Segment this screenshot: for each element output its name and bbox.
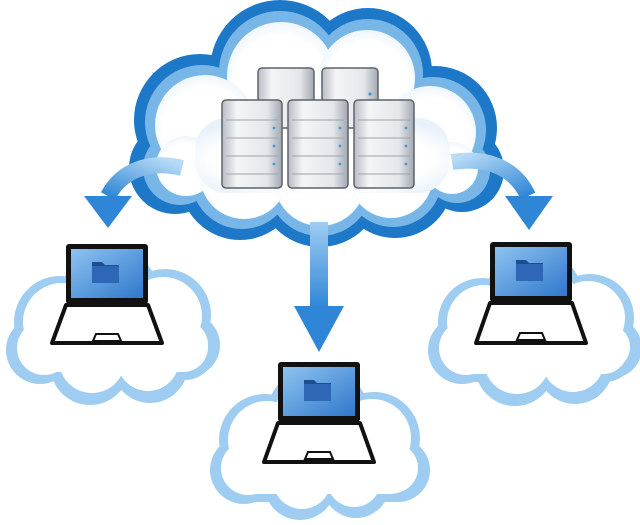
arrow-icon [294, 222, 344, 352]
laptop-icon [50, 244, 164, 345]
laptop-icon [474, 242, 588, 345]
server-rack-icon [221, 67, 415, 189]
client-node-center [210, 362, 430, 520]
server-unit [287, 99, 349, 189]
folder-icon [516, 260, 543, 281]
server-unit [221, 99, 283, 189]
client-node-left [6, 244, 220, 405]
arrow-icon [450, 152, 553, 230]
arrow-icon [84, 157, 184, 228]
client-node-right [428, 242, 640, 406]
folder-icon [92, 262, 119, 283]
laptop-icon [262, 362, 376, 464]
server-unit [353, 99, 415, 189]
folder-icon [304, 380, 331, 401]
